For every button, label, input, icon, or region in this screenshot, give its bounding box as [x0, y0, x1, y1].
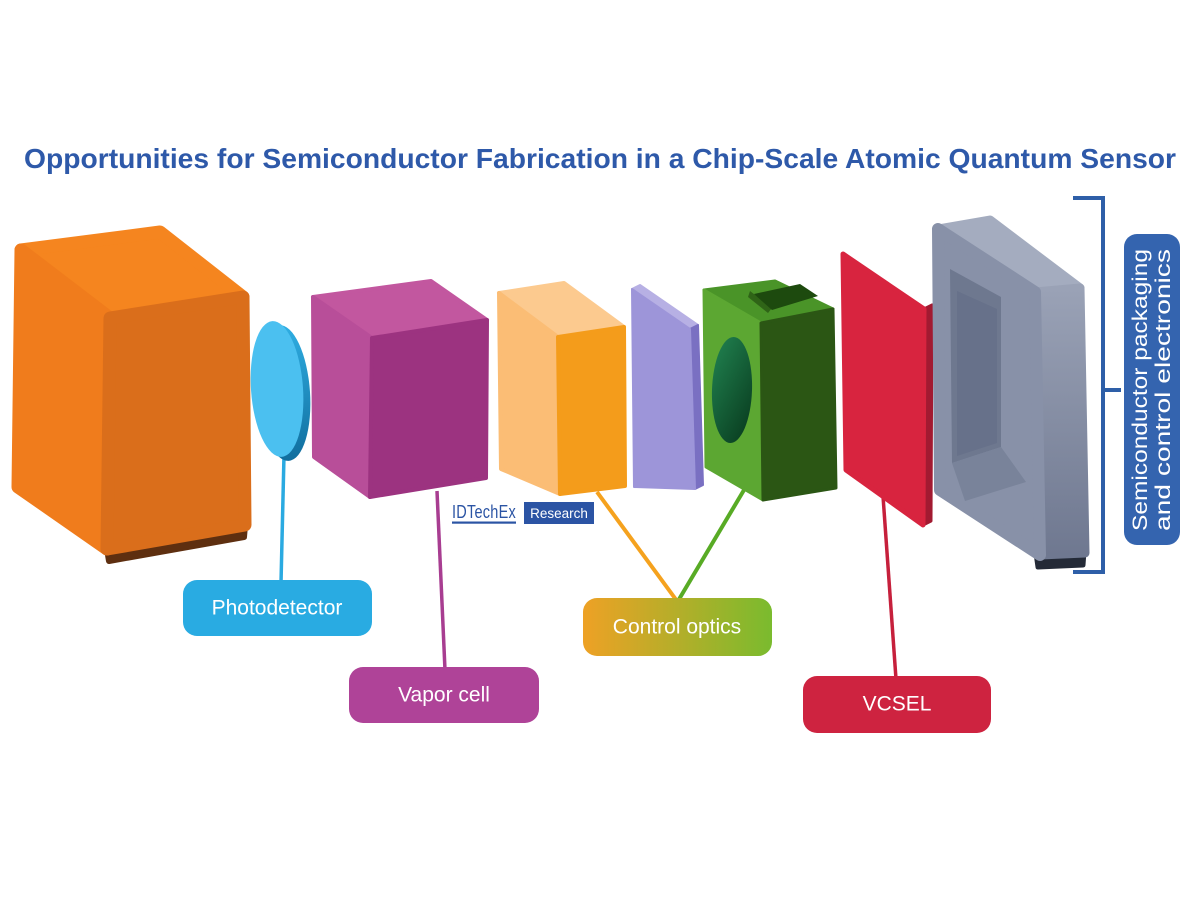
idtechex-division-text: Research [530, 506, 588, 521]
packaging-bracket [1073, 196, 1121, 574]
photodetector-label: Photodetector [212, 597, 343, 620]
photodetector-label-box [183, 580, 372, 636]
photodetector-disc-face [250, 321, 304, 457]
vapor-cell-label: Vapor cell [398, 684, 490, 707]
optics-block-hole [711, 337, 753, 443]
vcsel-panel-front-face [840, 251, 927, 528]
package-frame-recess-core [957, 291, 997, 456]
detector-block-3d [11, 225, 252, 564]
optics-panel-3d [631, 284, 704, 490]
vapor-cell-leader-line [435, 490, 447, 671]
vcsel-label: VCSEL [863, 693, 932, 716]
optics-block-notch [754, 284, 818, 310]
vapor-cell-cube-3d [311, 279, 489, 499]
idtechex-underline [452, 521, 516, 524]
optics-block-3d [702, 279, 838, 502]
package-frame-3d [932, 215, 1090, 570]
detector-block-front-face [100, 290, 252, 556]
photodetector-disc [250, 321, 311, 461]
vapor-cell-label-box [349, 667, 539, 723]
idtechex-brand-text: IDTechEx [452, 502, 516, 522]
control-optics-label-box [583, 598, 772, 656]
control-optics-label: Control optics [613, 616, 741, 639]
optics-block-side-face [759, 307, 838, 502]
packaging-label-line1: Semiconductor packaging [1129, 249, 1152, 531]
idtechex-division-box [524, 502, 594, 524]
leader-lines [279, 454, 898, 680]
vcsel-leader-line [881, 495, 898, 680]
vcsel-label-box [803, 676, 991, 733]
page-title: Opportunities for Semiconductor Fabricat… [24, 143, 1176, 174]
vcsel-panel-3d [840, 251, 934, 528]
optics-slab-side-face [556, 325, 627, 496]
callout-labels: Photodetector Vapor cell Control optics … [183, 580, 991, 733]
idtechex-logo: IDTechEx Research [452, 502, 594, 524]
packaging-label-box [1124, 234, 1180, 545]
control-optics-leader-line-left [595, 490, 679, 603]
control-optics-leader-line-right [676, 488, 746, 603]
optics-block-notch-wall [748, 291, 772, 313]
packaging-label-line2: and control electronics [1152, 249, 1175, 531]
packaging-bracket-arc [1073, 196, 1105, 574]
package-frame-recess-floor [952, 447, 1026, 501]
packaging-label: Semiconductor packaging and control elec… [1124, 234, 1180, 545]
photodetector-leader-line [279, 454, 286, 584]
vapor-cell-front-face [368, 318, 489, 499]
optics-slab-3d [497, 281, 627, 496]
optics-panel-front-face [631, 288, 696, 490]
